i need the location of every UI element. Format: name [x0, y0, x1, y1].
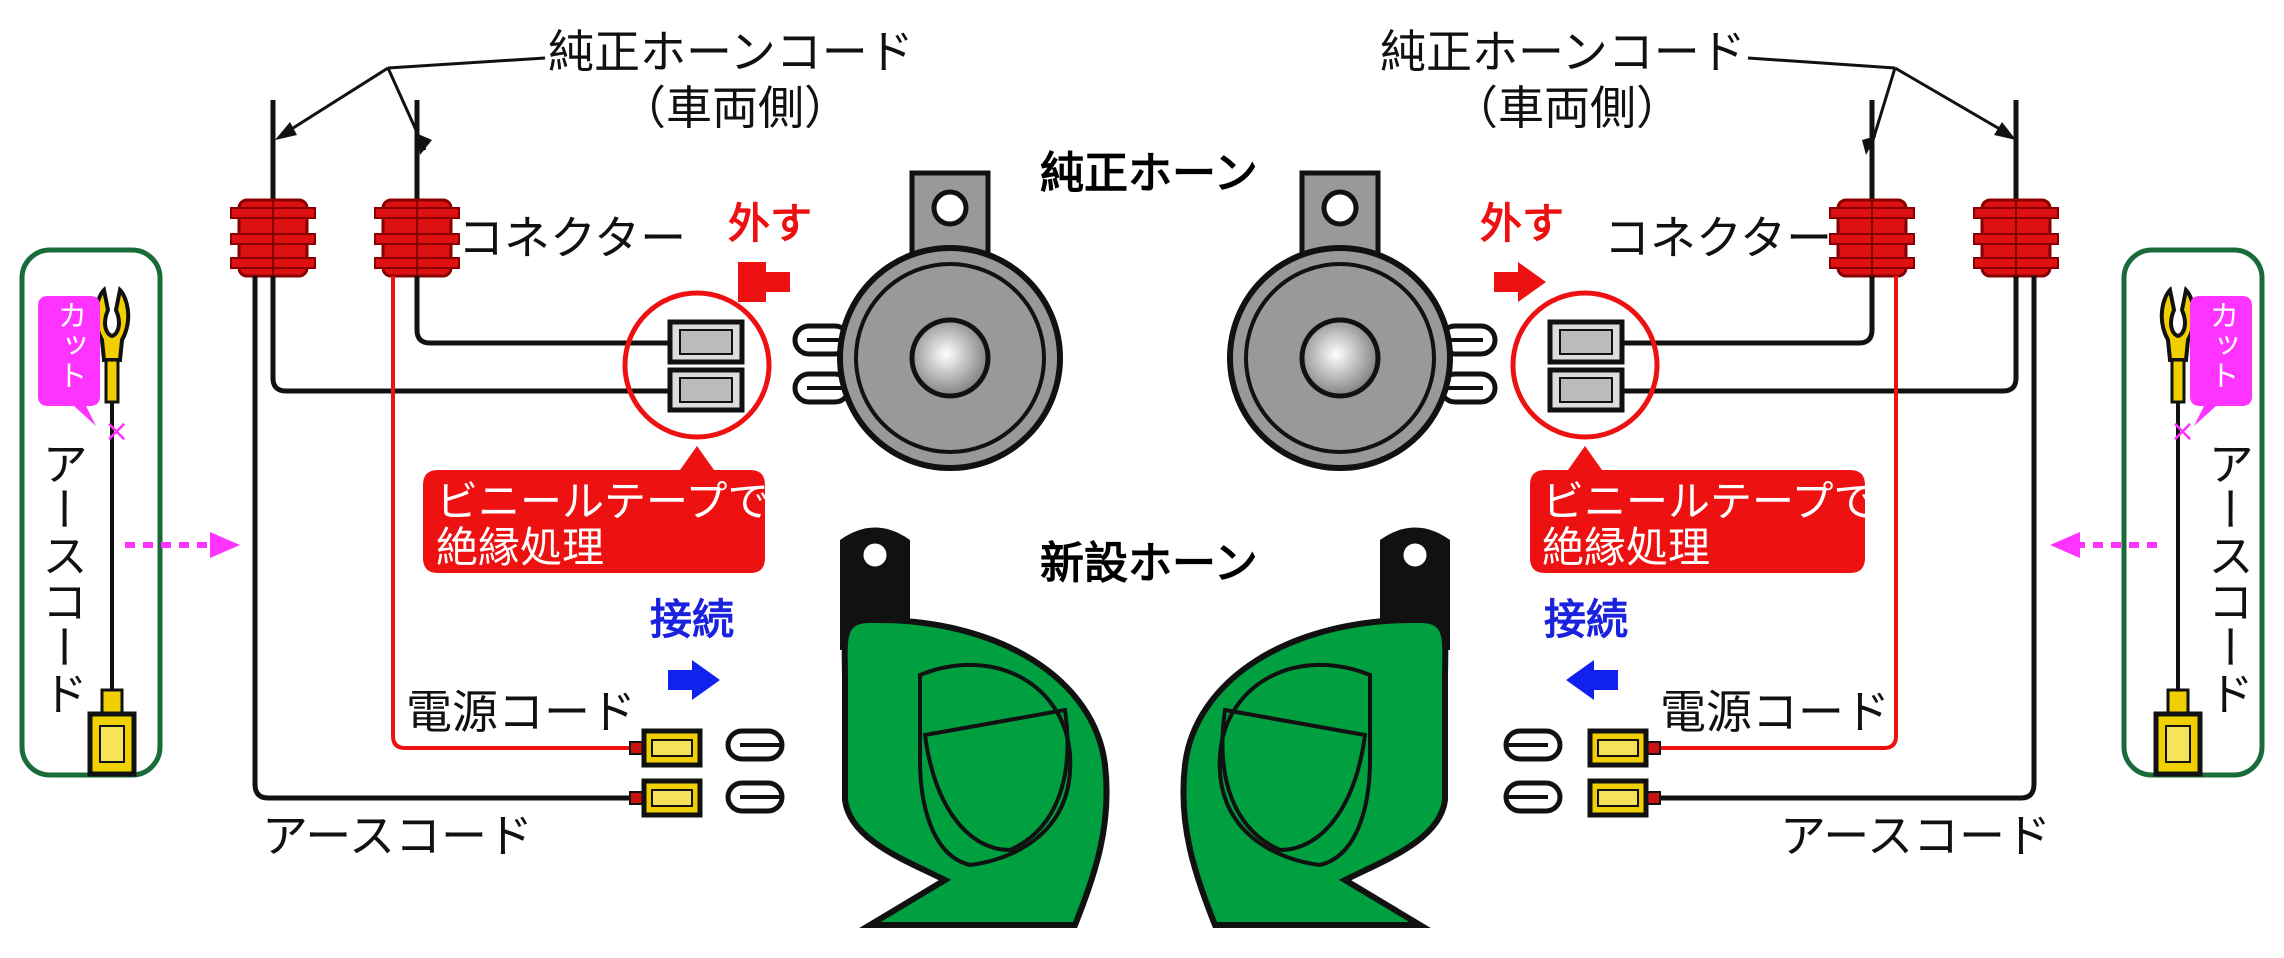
right-tape-callout [1530, 446, 1865, 573]
left-tape-callout [423, 446, 765, 573]
right-assembly: × カット アースコード 純正ホーンコード （車両側） コネクター 外す [1183, 25, 2265, 925]
left-power-terminal [630, 731, 700, 765]
right-cut-x-icon: × [2170, 414, 2195, 449]
right-connector-outer [1972, 198, 2060, 278]
left-remove-arrow-icon [738, 262, 790, 302]
left-connect-label: 接続 [650, 595, 734, 644]
left-ground-terminal [630, 781, 700, 815]
left-connector-label: コネクター [458, 211, 686, 265]
right-connector-label: コネクター [1604, 211, 1832, 265]
right-vehicle-side-label: （車両側） [1452, 81, 1682, 135]
left-ground-cord-label: アースコード [262, 809, 533, 863]
right-tape-line1: ビニールテープで [1542, 477, 1875, 526]
right-new-pin-bottom [1506, 783, 1560, 811]
left-tape-line1: ビニールテープで [436, 477, 769, 526]
left-power-cord-label: 電源コード [406, 685, 636, 739]
right-remove-arrow-icon [1494, 262, 1546, 302]
right-power-cord-label: 電源コード [1660, 685, 1890, 739]
right-oem-horn-icon [1230, 173, 1450, 468]
right-magenta-arrow-icon [2050, 532, 2080, 558]
left-new-pin-top [728, 731, 782, 759]
right-connect-label: 接続 [1544, 595, 1628, 644]
left-connector-inner [373, 198, 461, 278]
right-ground-terminal [1590, 781, 1660, 815]
right-ground-cord-label: アースコード [1780, 809, 2051, 863]
right-cut-label: カット [2204, 300, 2239, 390]
left-magenta-arrow-icon [210, 532, 240, 558]
left-cut-x-icon: × [104, 414, 129, 449]
right-power-terminal [1590, 731, 1660, 765]
right-removed-plug-circle [1510, 290, 1660, 440]
left-connect-arrow-icon [668, 660, 720, 700]
right-remove-label: 外す [1480, 199, 1564, 248]
left-new-pin-bottom [728, 783, 782, 811]
right-connect-arrow-icon [1566, 660, 1618, 700]
right-connector-inner [1828, 198, 1916, 278]
right-side-ground-label: アースコード [2201, 440, 2255, 716]
left-cut-bubble [38, 296, 100, 426]
right-oem-cord-label: 純正ホーンコード [1380, 25, 1746, 79]
left-remove-label: 外す [728, 199, 812, 248]
right-new-pin-top [1506, 731, 1560, 759]
left-assembly: × カット アースコード 純正ホーンコード （車両側） コネクター 外す [19, 25, 1107, 925]
right-cut-bubble [2190, 296, 2252, 426]
new-horn-title: 新設ホーン [1040, 538, 1258, 589]
left-cut-label: カット [52, 300, 87, 390]
left-vehicle-side-label: （車両側） [620, 81, 850, 135]
left-oem-cord-label: 純正ホーンコード [548, 25, 914, 79]
left-removed-plug-circle [622, 290, 772, 440]
left-oem-horn-icon [840, 173, 1060, 468]
left-connector-outer [229, 198, 317, 278]
right-tape-line2: 絶縁処理 [1542, 523, 1710, 572]
oem-horn-title: 純正ホーン [1040, 148, 1258, 199]
left-tape-line2: 絶縁処理 [436, 523, 604, 572]
left-side-ground-label: アースコード [35, 440, 89, 716]
